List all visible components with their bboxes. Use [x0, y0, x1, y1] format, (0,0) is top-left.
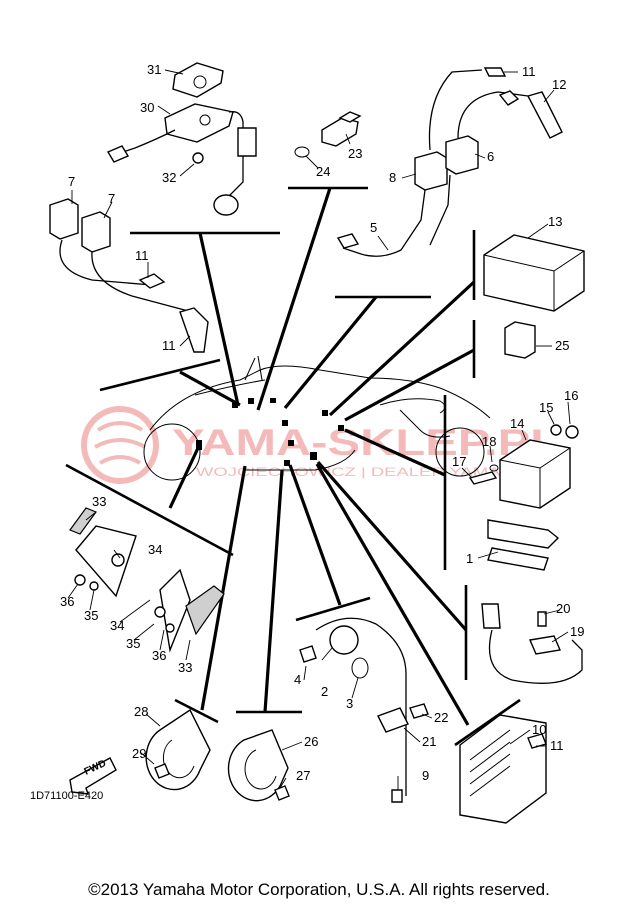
horn-group — [145, 708, 290, 802]
callout-25: 25 — [555, 338, 569, 353]
callout-35-left: 35 — [84, 608, 98, 623]
callout-20: 20 — [556, 601, 570, 616]
ecu-group — [483, 234, 585, 359]
callout-11-left-b: 11 — [162, 338, 176, 353]
callout-7-right: 6 — [487, 149, 494, 164]
callout-1: 1 — [466, 551, 473, 566]
ignition-coil-group-left — [49, 198, 209, 353]
callout-27: 27 — [296, 768, 310, 783]
sensor-group — [294, 111, 362, 158]
callout-22: 22 — [434, 710, 448, 725]
location-markers — [196, 398, 344, 466]
group-leaders — [65, 186, 521, 747]
callout-32: 32 — [162, 170, 176, 185]
rectifier-group — [459, 714, 547, 824]
callout-16: 16 — [564, 388, 578, 403]
callout-5: 9 — [422, 768, 429, 783]
callout-11-left-a: 11 — [135, 248, 149, 263]
callout-12: 12 — [552, 77, 566, 92]
speed-sensor-group — [481, 603, 583, 684]
callout-29: 29 — [132, 746, 146, 761]
callout-18: 18 — [482, 434, 496, 449]
callout-15: 15 — [539, 400, 553, 415]
callout-leaders — [67, 69, 571, 790]
callout-4: 4 — [294, 672, 301, 687]
neutral-switch-group — [299, 617, 429, 803]
callout-33-top: 33 — [92, 494, 106, 509]
callout-34-top: 34 — [148, 542, 162, 557]
callout-33-bottom: 33 — [178, 660, 192, 675]
callout-7-left-a: 7 — [68, 174, 75, 189]
callout-36-bottom: 36 — [152, 648, 166, 663]
callout-numbers: 31 30 32 7 7 11 11 23 24 11 12 6 8 5 13 … — [60, 62, 584, 783]
fwd-arrow-icon: FWD — [69, 757, 117, 795]
callout-36-left: 36 — [60, 594, 74, 609]
callout-9: 10 — [532, 722, 546, 737]
callout-31: 31 — [147, 62, 161, 77]
callout-6: 5 — [370, 220, 377, 235]
callout-30: 30 — [140, 100, 154, 115]
ignition-coil-group-right — [336, 67, 563, 257]
callout-24: 24 — [316, 164, 330, 179]
fuel-sender-group — [106, 62, 257, 216]
callout-3: 3 — [346, 696, 353, 711]
callout-2: 2 — [321, 684, 328, 699]
starter-relay-group — [468, 424, 579, 571]
callout-7-left-b: 7 — [108, 191, 115, 206]
callout-23: 23 — [348, 146, 362, 161]
callout-26: 26 — [304, 734, 318, 749]
callout-17: 17 — [452, 454, 466, 469]
callout-8: 8 — [389, 170, 396, 185]
bracket-group — [69, 507, 225, 653]
callout-10: 11 — [550, 738, 564, 753]
callout-35-bottom: 35 — [126, 636, 140, 651]
callout-13: 13 — [548, 214, 562, 229]
callout-34-bottom: 34 — [110, 618, 124, 633]
callout-19: 19 — [570, 624, 584, 639]
watermark-brand: YAMA-SKLEP.PL — [172, 422, 560, 463]
copyright-notice: ©2013 Yamaha Motor Corporation, U.S.A. A… — [88, 880, 550, 899]
callout-28: 28 — [134, 704, 148, 719]
diagram-code: 1D71100-E420 — [30, 790, 104, 802]
watermark-logo-icon — [81, 406, 159, 484]
callout-11-right: 11 — [522, 64, 536, 79]
callout-14: 14 — [510, 416, 524, 431]
callout-21: 21 — [422, 734, 436, 749]
